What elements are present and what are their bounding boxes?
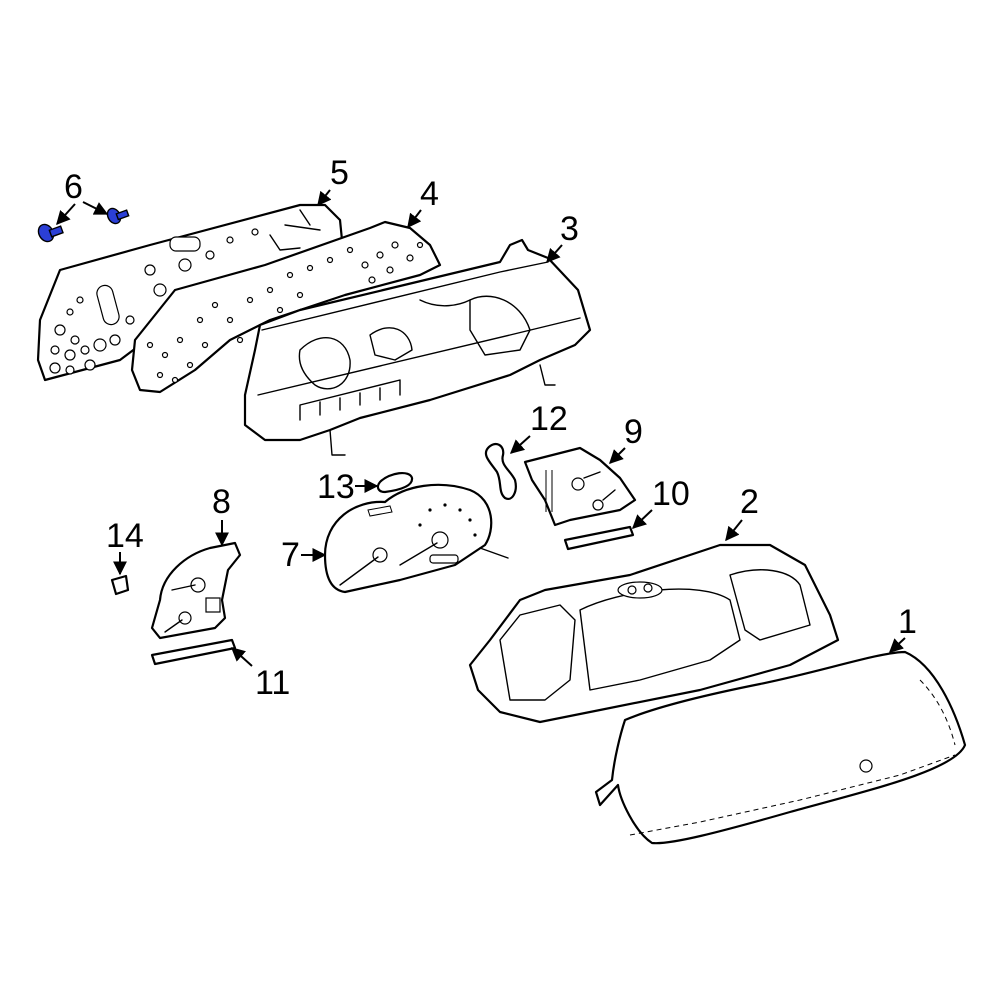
part-6-screws[interactable] — [35, 206, 130, 245]
callout-label: 1 — [898, 603, 917, 641]
callout-label: 12 — [530, 400, 568, 438]
part-10-strip[interactable] — [563, 525, 635, 551]
callout-12: 12 — [509, 400, 568, 454]
part-11-strip[interactable] — [150, 638, 237, 666]
callout-label: 9 — [624, 413, 643, 451]
part-12-light-guide[interactable] — [484, 442, 517, 500]
callout-label: 7 — [281, 536, 300, 574]
callout-label: 13 — [317, 468, 355, 506]
callout-3: 3 — [546, 210, 579, 264]
callout-1: 1 — [888, 603, 917, 653]
callout-13: 13 — [317, 468, 379, 506]
callout-label: 3 — [560, 210, 579, 248]
callout-label: 5 — [330, 154, 349, 192]
callout-14: 14 — [106, 517, 144, 576]
part-14-small-lens[interactable] — [110, 574, 130, 596]
part-4-circuit-plate[interactable] — [130, 220, 442, 394]
callout-7: 7 — [281, 536, 327, 574]
screw-icon[interactable] — [35, 222, 64, 245]
callout-label: 10 — [652, 475, 690, 513]
callout-11: 11 — [230, 647, 290, 702]
callout-2: 2 — [725, 483, 759, 542]
callout-5: 5 — [317, 154, 349, 207]
part-1-cluster-lens[interactable] — [594, 650, 967, 845]
callout-label: 8 — [212, 483, 231, 521]
callout-label: 14 — [106, 517, 144, 555]
callout-9: 9 — [609, 413, 643, 464]
callout-label: 2 — [740, 483, 759, 521]
callout-10: 10 — [631, 475, 690, 529]
callout-label: 4 — [420, 175, 439, 213]
screw-icon[interactable] — [105, 206, 130, 226]
part-7-gauge-face[interactable] — [323, 483, 509, 594]
part-3-cluster-case[interactable] — [243, 238, 592, 456]
callout-6: 6 — [56, 168, 109, 226]
part-9-gauge-dial[interactable] — [523, 446, 637, 527]
part-2-cluster-bezel[interactable] — [468, 543, 840, 724]
callout-label: 6 — [64, 168, 83, 206]
callout-4: 4 — [407, 175, 439, 229]
part-8-gauge-dial[interactable] — [150, 541, 242, 640]
callout-8: 8 — [212, 483, 231, 547]
callout-label: 11 — [255, 664, 290, 702]
